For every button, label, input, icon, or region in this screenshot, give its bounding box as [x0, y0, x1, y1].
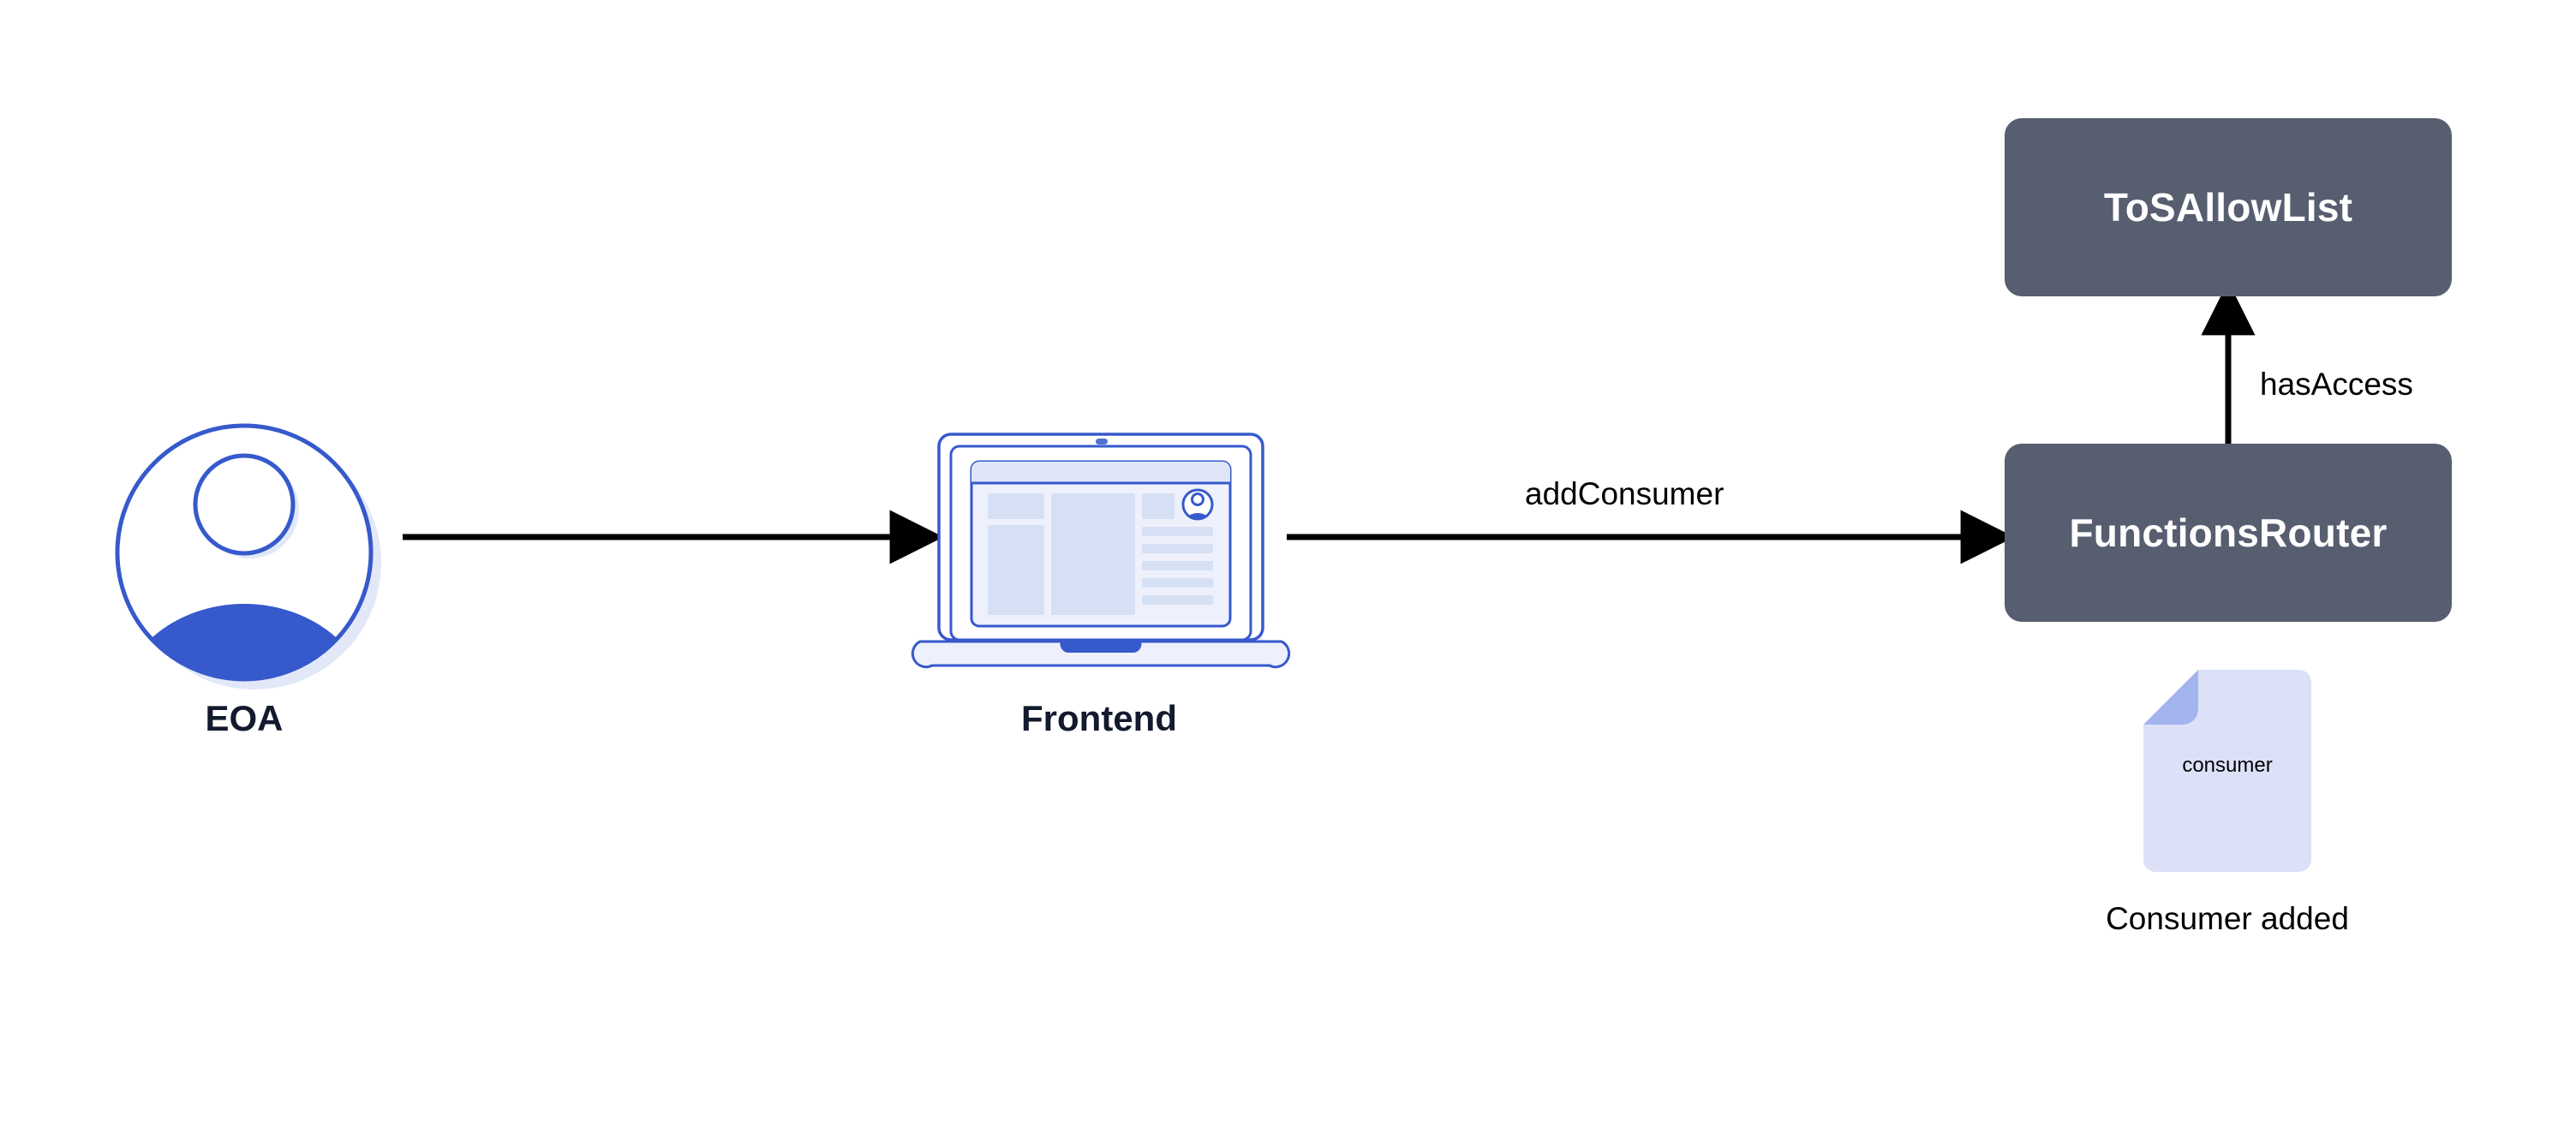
screen-avatar-icon: [1181, 488, 1214, 521]
node-box-label-tos-allowlist: ToSAllowList: [2103, 185, 2353, 230]
document-icon: [2143, 670, 2311, 872]
node-box-label-functions-router: FunctionsRouter: [2069, 510, 2388, 555]
node-box-tos-allowlist[interactable]: ToSAllowList: [2005, 118, 2452, 296]
node-box-functions-router[interactable]: FunctionsRouter: [2005, 444, 2452, 622]
node-label-frontend: Frontend: [1021, 698, 1177, 738]
edge-label-add-consumer: addConsumer: [1525, 476, 1724, 511]
laptop-icon: [911, 433, 1291, 669]
user-avatar-icon: [115, 423, 381, 689]
edge-label-has-access: hasAccess: [2260, 367, 2413, 402]
document-inner-label: consumer: [2182, 754, 2273, 777]
artifact-caption-consumer-added: Consumer added: [2106, 901, 2349, 936]
node-label-eoa: EOA: [205, 698, 284, 738]
